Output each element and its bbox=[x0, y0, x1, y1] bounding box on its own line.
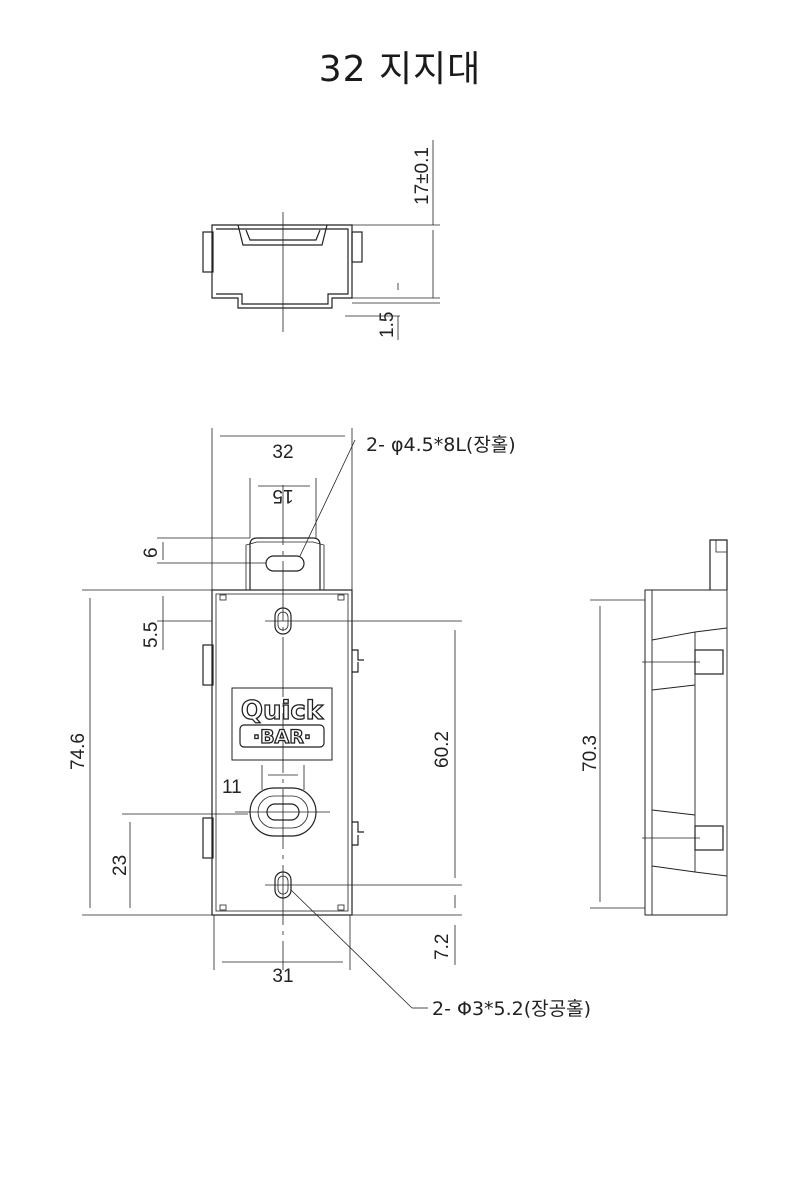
dim-side-height: 70.3 bbox=[580, 735, 601, 772]
logo-bar-text: ·BAR· bbox=[253, 726, 311, 748]
front-view bbox=[82, 428, 462, 1009]
dim-top-offset: 1.5 bbox=[377, 312, 398, 338]
dim-hole-spacing: 60.2 bbox=[432, 731, 453, 768]
quickbar-logo bbox=[231, 687, 333, 761]
dim-lower-offset: 23 bbox=[110, 855, 131, 876]
side-view bbox=[590, 539, 728, 916]
top-view bbox=[202, 140, 440, 340]
dim-width-top: 32 bbox=[272, 442, 293, 463]
dim-tab-height: 6 bbox=[141, 547, 162, 558]
dim-hole-offset: 5.5 bbox=[141, 622, 162, 648]
dim-slot-width: 11 bbox=[222, 777, 242, 798]
dim-top-height: 17±0.1 bbox=[412, 147, 433, 205]
dim-overall-height: 74.6 bbox=[68, 733, 89, 770]
dim-width-bottom: 31 bbox=[272, 966, 293, 987]
dim-bottom-offset: 7.2 bbox=[432, 934, 453, 960]
drawing-title: 32 지지대 bbox=[318, 49, 482, 90]
note-lower-hole: 2- Φ3*5.2(장공홀) bbox=[432, 998, 591, 1020]
dim-tab-width: 15 bbox=[272, 485, 293, 506]
logo-quick-text: Quick bbox=[241, 696, 324, 726]
note-upper-hole: 2- φ4.5*8L(장홀) bbox=[366, 434, 516, 456]
